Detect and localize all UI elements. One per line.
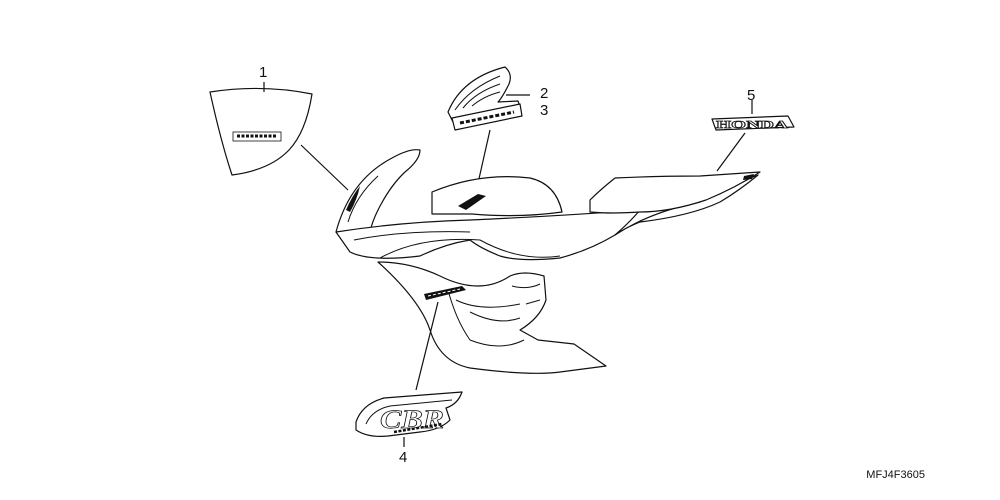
honda-wordmark-text: HONDA bbox=[716, 119, 788, 131]
motorcycle-fairing-outline bbox=[335, 149, 761, 374]
leader-line-5-to-bike bbox=[716, 132, 746, 172]
leader-line-1-to-bike bbox=[300, 144, 349, 191]
part-1-windscreen-decal[interactable] bbox=[209, 87, 313, 176]
honda-wordmark-logo-emblem bbox=[459, 110, 515, 125]
callout-1: 1 bbox=[259, 64, 267, 81]
part-5-honda-wordmark-decal[interactable]: HONDA bbox=[711, 115, 795, 131]
callout-2: 2 bbox=[540, 85, 548, 102]
callout-3: 3 bbox=[540, 102, 548, 119]
callout-4: 4 bbox=[399, 449, 407, 466]
part-4-cbr-badge[interactable]: CBR bbox=[355, 391, 463, 437]
callout-5: 5 bbox=[747, 87, 755, 104]
leader-line-4-to-bike bbox=[415, 301, 439, 391]
drawing-code-label: MFJ4F3605 bbox=[866, 469, 925, 481]
part-2-3-wing-emblem[interactable] bbox=[447, 66, 523, 131]
